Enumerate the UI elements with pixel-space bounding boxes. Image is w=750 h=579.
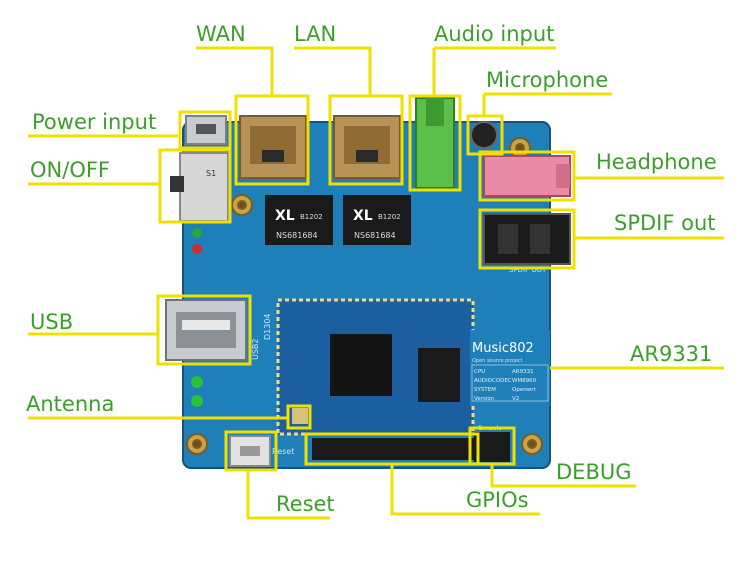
headphone-jack <box>483 155 571 197</box>
label-power-input: Power input <box>32 110 157 134</box>
spec-value-0: AR9331 <box>512 369 534 375</box>
usb-marking: USB2 <box>251 338 260 360</box>
label-debug: DEBUG <box>556 460 632 484</box>
callout-frames <box>28 46 724 520</box>
module-subtitle: Open source project <box>472 358 523 364</box>
spec-value-2: Openwrt <box>512 387 536 393</box>
label-reset: Reset <box>276 492 335 516</box>
wan-port <box>239 115 307 179</box>
ethernet-chip-1: XL B1202 NS681684 <box>265 195 333 245</box>
label-headphone: Headphone <box>596 150 717 174</box>
label-spdif-out: SPDIF out <box>614 211 716 235</box>
spec-label-3: Version <box>474 396 495 402</box>
label-audio-input: Audio input <box>434 22 555 46</box>
usb-port: USB2 D1304 <box>165 299 272 361</box>
usb-part-marking: D1304 <box>263 313 272 340</box>
on-off-switch: S1 <box>170 152 229 222</box>
switch-marking: S1 <box>206 169 216 178</box>
power-input-port <box>185 115 227 145</box>
chip-2-part: NS681684 <box>354 231 396 240</box>
label-gpios: GPIOs <box>466 488 529 512</box>
spec-value-1: WM8960 <box>512 378 537 384</box>
reset-button: Reset <box>229 435 294 467</box>
label-microphone: Microphone <box>486 68 609 92</box>
spec-label-1: AUDIOCODEC <box>474 378 512 384</box>
chip-2-code: B1202 <box>378 213 401 221</box>
label-wan: WAN <box>196 22 246 46</box>
label-on-off: ON/OFF <box>30 158 111 182</box>
gpio-header <box>312 438 474 460</box>
spec-table: CPU AR9331 AUDIOCODEC WM8960 SYSTEM Open… <box>471 364 549 402</box>
spdif-marking: SPDIF OUT <box>509 266 547 274</box>
chip-1-part: NS681684 <box>276 231 318 240</box>
label-ar9331: AR9331 <box>630 342 713 366</box>
chip-2-brand: XL <box>353 208 373 224</box>
label-lan: LAN <box>294 22 337 46</box>
leds <box>191 228 203 407</box>
spdif-jack: SPDIF OUT <box>483 213 571 274</box>
label-usb: USB <box>30 310 74 334</box>
chip-1-brand: XL <box>275 208 295 224</box>
chip-1-code: B1202 <box>300 213 323 221</box>
label-antenna: Antenna <box>26 392 115 416</box>
microphone-component <box>470 121 498 149</box>
lan-port <box>333 115 401 179</box>
reset-marking: Reset <box>272 447 294 456</box>
ethernet-chip-2: XL B1202 NS681684 <box>343 195 411 245</box>
module-name: Music802 <box>472 341 534 356</box>
spec-label-0: CPU <box>474 369 485 375</box>
audio-input-jack <box>415 97 455 189</box>
spec-value-3: V2 <box>512 396 519 402</box>
spec-label-2: SYSTEM <box>474 387 496 393</box>
